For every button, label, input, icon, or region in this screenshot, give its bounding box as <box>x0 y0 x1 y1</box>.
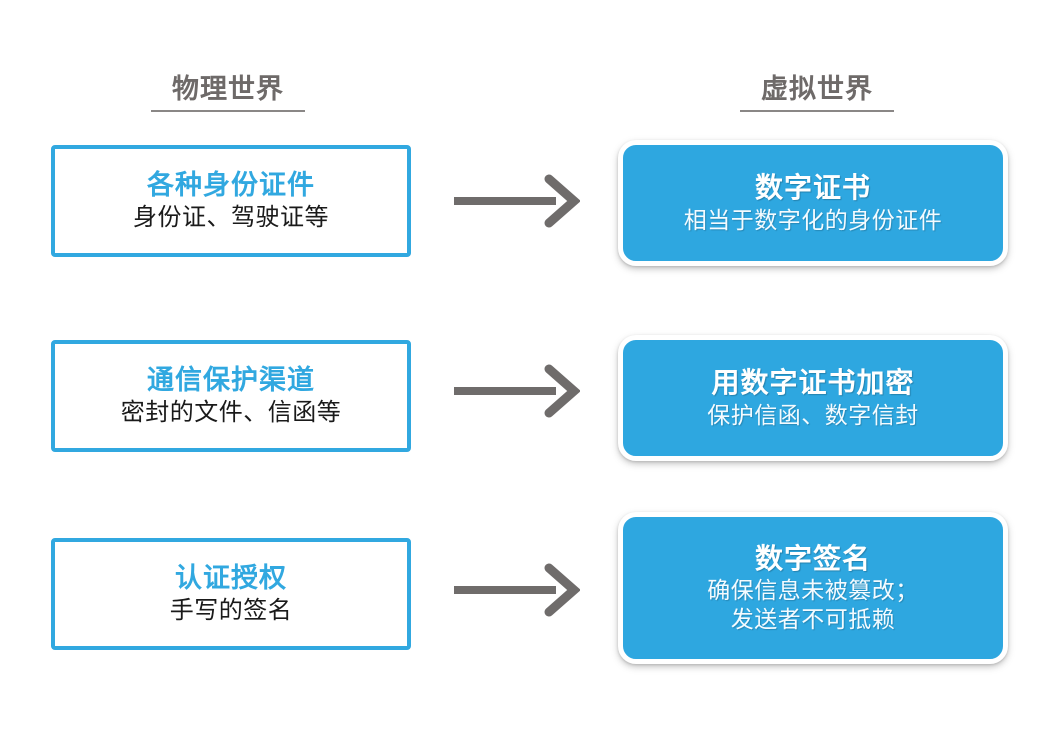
virtual-card-2-subtitle: 保护信函、数字信封 <box>707 401 919 428</box>
right-arrow-icon <box>454 364 580 418</box>
physical-card-3: 认证授权 手写的签名 <box>51 538 411 650</box>
physical-card-2-subtitle: 密封的文件、信函等 <box>120 398 342 426</box>
right-arrow-icon <box>454 174 580 228</box>
physical-card-1-title: 各种身份证件 <box>147 170 315 201</box>
physical-card-1: 各种身份证件 身份证、驾驶证等 <box>51 145 411 257</box>
physical-card-3-subtitle: 手写的签名 <box>169 596 293 624</box>
physical-card-1-subtitle: 身份证、驾驶证等 <box>133 203 329 231</box>
virtual-card-2: 用数字证书加密 保护信函、数字信封 <box>618 335 1008 461</box>
virtual-card-3-title: 数字签名 <box>754 542 871 574</box>
physical-card-2: 通信保护渠道 密封的文件、信函等 <box>51 340 411 452</box>
physical-card-3-title: 认证授权 <box>175 563 287 594</box>
column-header-virtual-world: 虚拟世界 <box>740 74 894 112</box>
virtual-card-1: 数字证书 相当于数字化的身份证件 <box>618 140 1008 266</box>
virtual-card-3: 数字签名 确保信息未被篡改； 发送者不可抵赖 <box>618 512 1008 664</box>
virtual-card-3-subtitle: 确保信息未被篡改； 发送者不可抵赖 <box>707 577 919 633</box>
virtual-card-1-subtitle: 相当于数字化的身份证件 <box>683 206 943 233</box>
physical-card-2-title: 通信保护渠道 <box>147 365 315 396</box>
right-arrow-icon <box>454 563 580 617</box>
column-header-physical-world: 物理世界 <box>151 74 305 112</box>
virtual-card-2-title: 用数字证书加密 <box>711 367 915 399</box>
virtual-card-1-title: 数字证书 <box>754 172 871 204</box>
